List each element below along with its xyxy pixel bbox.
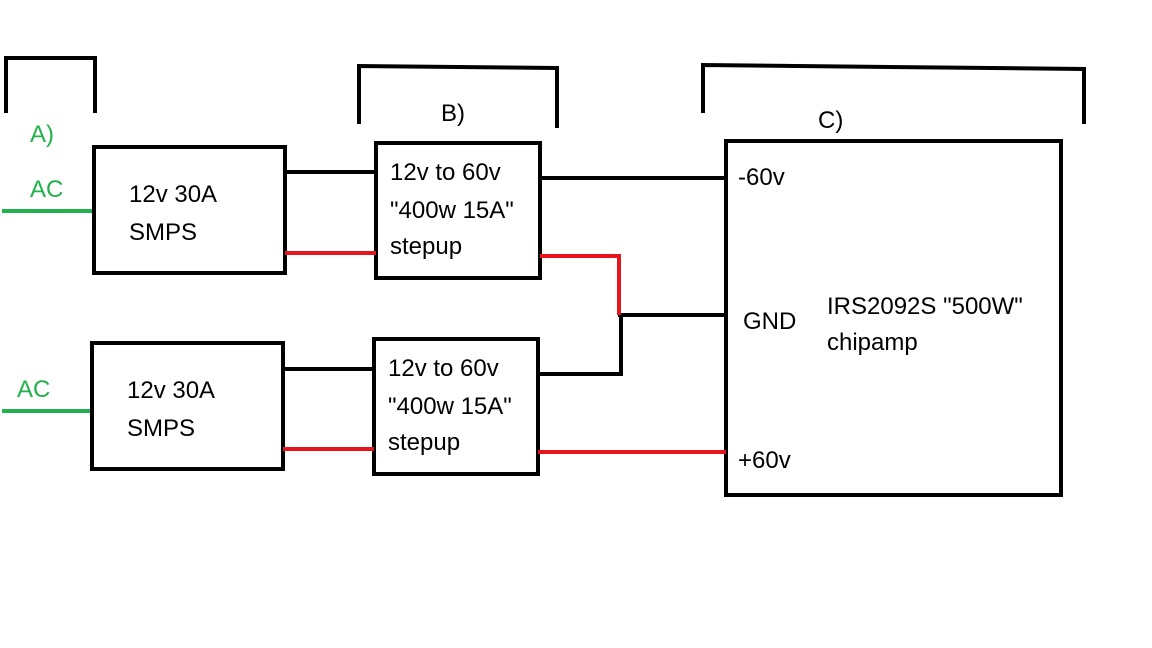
amp-pin-pos60: +60v xyxy=(738,447,791,474)
smps-bottom-line1: 12v 30A xyxy=(127,377,215,404)
ac-label-bottom: AC xyxy=(17,376,50,403)
smps-bottom-line2: SMPS xyxy=(127,415,195,442)
positive-wires xyxy=(283,251,726,454)
amp-box xyxy=(724,139,1063,497)
section-brackets xyxy=(4,56,1086,128)
wire-stepup-bottom-black xyxy=(538,315,623,376)
ac-label-top: AC xyxy=(30,176,63,203)
smps-top-line1: 12v 30A xyxy=(129,181,217,208)
stepup-top-box xyxy=(374,141,542,280)
smps-top-line2: SMPS xyxy=(129,219,197,246)
stepup-top-line1: 12v to 60v xyxy=(390,159,501,186)
smps-bottom-box xyxy=(90,341,285,471)
section-label-a: A) xyxy=(30,121,54,148)
component-boxes xyxy=(90,139,1063,497)
bracket-b xyxy=(357,63,559,128)
stepup-top-line3: stepup xyxy=(390,233,462,260)
amp-name-line2: chipamp xyxy=(827,329,918,356)
wire-stepup-top-red xyxy=(540,254,621,315)
stepup-bottom-line3: stepup xyxy=(388,429,460,456)
stepup-bottom-line1: 12v to 60v xyxy=(388,355,499,382)
amp-pin-gnd: GND xyxy=(743,308,796,335)
section-label-b: B) xyxy=(441,100,465,127)
amp-pin-neg60: -60v xyxy=(738,164,785,191)
bracket-a xyxy=(4,56,97,113)
ac-wires xyxy=(2,209,94,413)
stepup-top-line2: "400w 15A" xyxy=(390,197,514,224)
section-label-c: C) xyxy=(818,107,843,134)
ground-and-negative-wires xyxy=(283,170,726,376)
smps-top-box xyxy=(92,145,287,275)
stepup-bottom-box xyxy=(372,337,540,476)
stepup-bottom-line2: "400w 15A" xyxy=(388,393,512,420)
bracket-c xyxy=(701,62,1086,124)
amp-name-line1: IRS2092S "500W" xyxy=(827,293,1023,320)
